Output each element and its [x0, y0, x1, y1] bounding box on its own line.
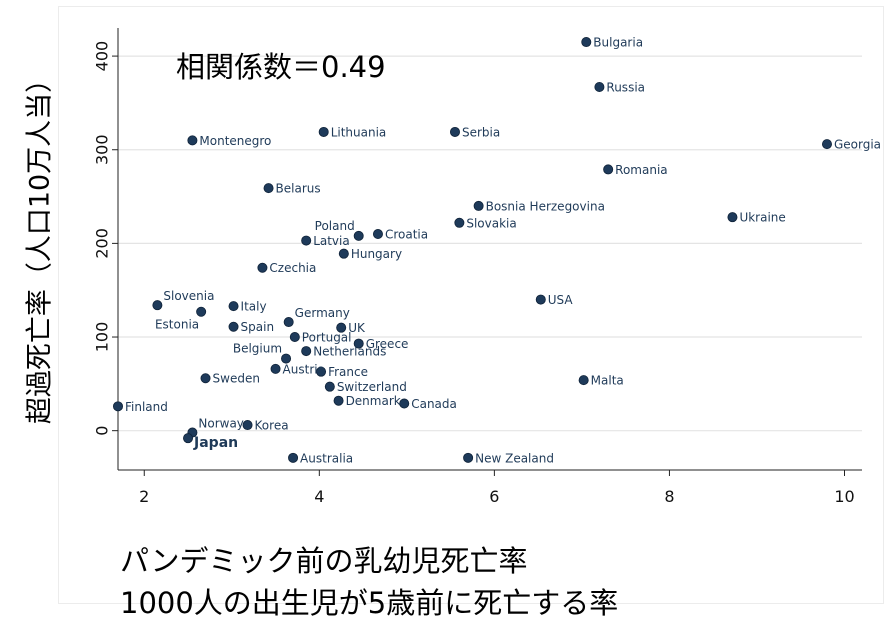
- point-uk: [336, 322, 347, 333]
- point-label-slovakia: Slovakia: [466, 216, 516, 230]
- point-label-portugal: Portugal: [302, 331, 352, 345]
- point-label-usa: USA: [548, 293, 574, 307]
- point-bosnia-herzegovina: [473, 200, 484, 211]
- point-poland: [353, 230, 364, 241]
- point-label-serbia: Serbia: [462, 125, 500, 139]
- point-latvia: [301, 235, 312, 246]
- x-axis-label-line-2: 1000人の出生児が5歳前に死亡する率: [120, 586, 619, 620]
- point-label-canada: Canada: [411, 397, 457, 411]
- point-new-zealand: [463, 452, 474, 463]
- point-label-france: France: [328, 365, 368, 379]
- point-finland: [113, 401, 124, 412]
- point-denmark: [333, 395, 344, 406]
- point-label-finland: Finland: [125, 400, 168, 414]
- point-korea: [242, 420, 253, 431]
- point-slovakia: [454, 217, 465, 228]
- point-spain: [228, 321, 239, 332]
- y-tick-label-300: 300: [93, 134, 112, 165]
- point-label-bulgaria: Bulgaria: [593, 36, 643, 50]
- x-tick-label-10: 10: [834, 487, 854, 506]
- point-belarus: [263, 183, 274, 194]
- point-label-korea: Korea: [255, 419, 289, 433]
- point-label-hungary: Hungary: [351, 247, 402, 261]
- point-label-spain: Spain: [241, 320, 275, 334]
- x-tick-label-6: 6: [489, 487, 499, 506]
- point-hungary: [338, 248, 349, 259]
- point-label-ukraine: Ukraine: [739, 211, 785, 225]
- point-italy: [228, 301, 239, 312]
- point-austria: [270, 363, 281, 374]
- point-sweden: [200, 373, 211, 384]
- point-croatia: [372, 229, 383, 240]
- point-australia: [288, 452, 299, 463]
- point-bulgaria: [581, 37, 592, 48]
- point-belgium: [281, 353, 292, 364]
- point-label-denmark: Denmark: [346, 394, 401, 408]
- point-ukraine: [727, 212, 738, 223]
- point-label-new-zealand: New Zealand: [475, 451, 554, 465]
- x-tick-label-8: 8: [664, 487, 674, 506]
- point-slovenia: [152, 300, 163, 311]
- point-label-italy: Italy: [241, 300, 267, 314]
- point-russia: [594, 81, 605, 92]
- point-label-lithuania: Lithuania: [331, 125, 387, 139]
- point-label-netherlands: Netherlands: [313, 345, 386, 359]
- point-label-sweden: Sweden: [213, 372, 260, 386]
- point-label-montenegro: Montenegro: [199, 134, 271, 148]
- point-label-germany: Germany: [295, 306, 350, 320]
- point-france: [316, 366, 327, 377]
- axes: 0 100 200 300 400 2 4 6 8 10: [93, 28, 862, 506]
- x-tick-label-4: 4: [314, 487, 324, 506]
- point-germany: [283, 317, 294, 328]
- point-czechia: [257, 262, 268, 273]
- y-tick-label-0: 0: [93, 426, 112, 436]
- chart-frame: [58, 6, 884, 604]
- point-japan: [183, 433, 194, 444]
- point-label-croatia: Croatia: [385, 228, 428, 242]
- y-tick-label-200: 200: [93, 228, 112, 259]
- point-label-malta: Malta: [591, 374, 624, 388]
- point-label-bosnia-herzegovina: Bosnia Herzegovina: [486, 199, 605, 213]
- point-estonia: [196, 306, 207, 317]
- point-label-australia: Australia: [300, 451, 353, 465]
- data-points: [113, 37, 832, 463]
- y-tick-label-400: 400: [93, 41, 112, 72]
- point-label-slovenia: Slovenia: [163, 289, 214, 303]
- point-label-georgia: Georgia: [834, 138, 881, 152]
- point-label-latvia: Latvia: [313, 234, 350, 248]
- point-romania: [603, 164, 614, 175]
- point-label-uk: UK: [348, 321, 366, 335]
- grid-lines: [118, 55, 862, 432]
- x-axis-label-line-1: パンデミック前の乳幼児死亡率: [120, 544, 528, 578]
- point-label-poland: Poland: [315, 219, 355, 233]
- point-usa: [535, 294, 546, 305]
- point-portugal: [289, 332, 300, 343]
- point-label-belarus: Belarus: [276, 182, 321, 196]
- point-lithuania: [318, 126, 329, 137]
- point-malta: [578, 375, 589, 386]
- point-netherlands: [301, 346, 312, 357]
- point-label-belgium: Belgium: [233, 342, 282, 356]
- point-montenegro: [187, 135, 198, 146]
- y-axis-label: 超過死亡率（人口10万人当）: [24, 65, 56, 425]
- correlation-annotation: 相関係数＝0.49: [176, 50, 386, 84]
- point-label-austria: Austria: [283, 362, 325, 376]
- point-label-czechia: Czechia: [269, 261, 316, 275]
- point-label-estonia: Estonia: [155, 318, 199, 332]
- point-label-norway: Norway: [198, 417, 244, 431]
- point-switzerland: [324, 381, 335, 392]
- point-label-russia: Russia: [606, 80, 645, 94]
- x-tick-label-2: 2: [139, 487, 149, 506]
- point-label-greece: Greece: [366, 337, 409, 351]
- point-serbia: [449, 126, 460, 137]
- point-georgia: [821, 139, 832, 150]
- y-tick-label-100: 100: [93, 322, 112, 353]
- point-label-japan: Japan: [193, 435, 238, 451]
- point-greece: [353, 338, 364, 349]
- point-label-switzerland: Switzerland: [337, 380, 407, 394]
- point-label-romania: Romania: [615, 163, 667, 177]
- point-canada: [399, 398, 410, 409]
